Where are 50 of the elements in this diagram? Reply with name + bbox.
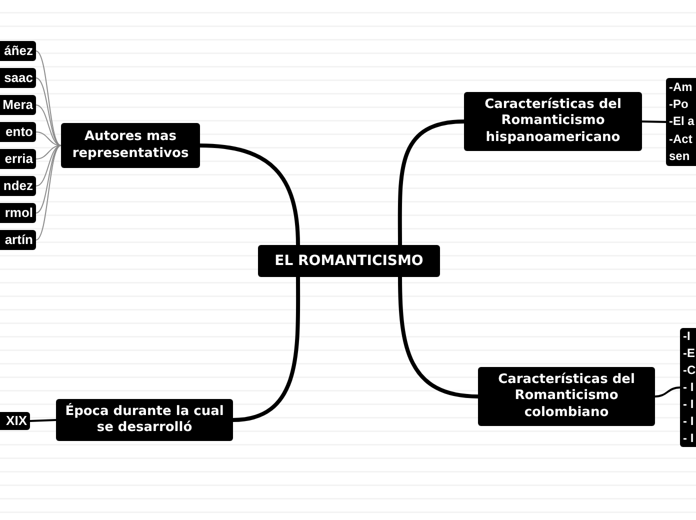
subtopic-label: saac [3,70,33,86]
connector-line [36,145,62,214]
list-item: -Po [669,96,690,114]
connector-line [36,132,62,146]
connector-line [36,145,62,240]
subtopic-label: XIX [5,414,27,428]
branch-connector [200,144,300,246]
list-item: - I [683,413,695,430]
list-item: -I [683,328,692,345]
branch-connector [232,277,300,422]
connector-line [30,419,56,422]
topic-label: Características del Romanticismo colombiano [497,372,636,421]
connector-line [654,386,680,398]
topic-box [61,123,200,168]
connector-line [642,120,666,123]
topic-title: EL ROMANTICISMO [274,252,424,270]
topic-box [56,399,233,441]
list-item: - I [683,430,695,448]
list-item: -Act sen [669,130,694,165]
subtopic-label: ento [4,124,33,140]
central-topic-box [258,245,440,277]
connector-line [36,78,62,146]
list-item: -E [683,344,696,362]
branch-connector [398,276,478,398]
subtopic-label: Mera [2,98,33,112]
connector-line [36,50,62,146]
connector-line [36,145,62,160]
list-box [666,78,696,166]
subtopic-box [0,149,36,169]
topic-box [478,367,655,426]
subtopic-box [0,122,36,142]
topic-label: Época durante la cual se desarrolló [64,404,225,436]
topic-box [464,92,642,151]
list-item: -El a [669,113,696,130]
subtopic-label: ndez [2,178,33,194]
topic-label: Características del Romanticismo hispanoamericano [484,97,622,146]
list-item: - I [683,378,695,396]
list-item: - I [683,396,695,414]
topic-label: Autores mas representativos [71,129,190,162]
subtopic-label: artín [4,232,33,248]
subtopic-label: áñez [3,44,33,58]
list-item: -C [683,362,696,379]
subtopic-label: erria [4,152,33,166]
branch-connector [398,120,464,246]
subtopic-box [0,230,36,250]
subtopic-label: rmol [4,206,33,220]
list-item: -Am [669,79,694,96]
subtopic-box [0,203,36,223]
subtopic-box [0,412,30,430]
connector-line [36,104,62,146]
